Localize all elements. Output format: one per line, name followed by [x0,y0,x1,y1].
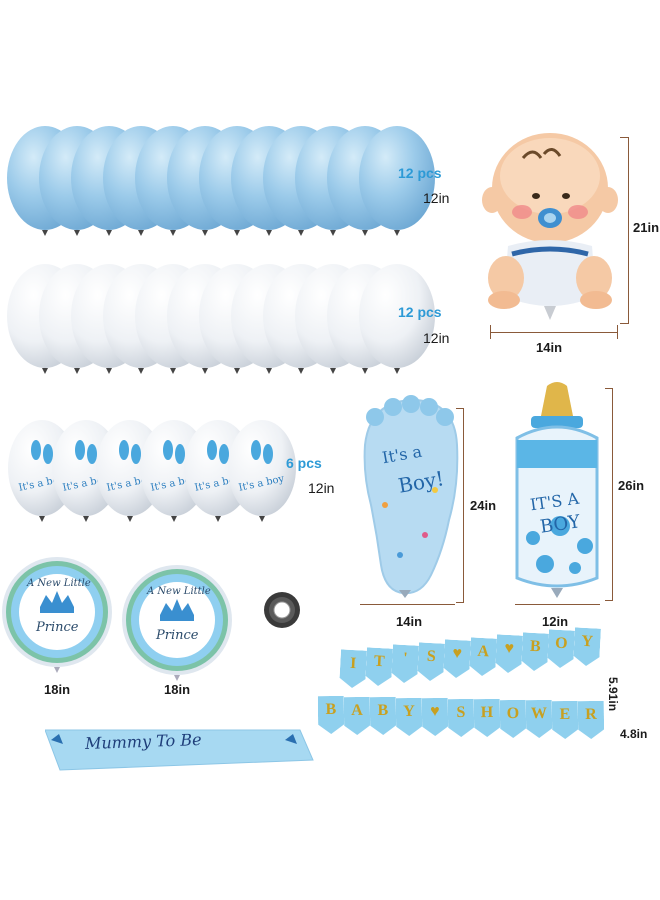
banner-flag: E [552,700,578,738]
blue-balloons [7,126,435,236]
round1-center-text: Prince [36,620,79,635]
blue-size-label: 12in [423,190,450,206]
banner-flag: B [521,632,549,671]
banner-flag: W [526,700,552,738]
printed-size-label: 12in [308,480,335,496]
bottle-foil-balloon [515,382,599,598]
round2-arc-text: A New Little [147,586,211,597]
bottle-width-label: 12in [542,614,569,629]
baby-foil-balloon [482,133,618,320]
banner-flag: S [448,698,474,736]
foot-width-label: 14in [396,614,423,629]
blue-count-label: 12 pcs [398,165,442,181]
round-foil-balloon-1 [2,557,112,673]
mummy-sash [45,729,314,771]
foot-foil-balloon [363,395,459,598]
baby-width-label: 14in [536,340,563,355]
baby-height-label: 21in [633,220,660,235]
banner-flag: O [500,699,526,737]
white-balloon [359,264,435,374]
banner-flag: Y [396,697,422,735]
white-size-label: 12in [423,330,450,346]
sash-text: Mummy To Be [84,729,202,754]
blue-balloon [359,126,435,236]
banner-flag: ♥ [495,634,523,673]
round1-arc-text: A New Little [27,578,91,589]
white-balloons [7,264,435,374]
banner-flag: H [474,699,500,737]
banner-flag: B [318,696,344,734]
round1-size-label: 18in [44,682,71,697]
banner-height-top-label: 5.91in [606,677,620,712]
banner-flag: ♥ [443,639,471,678]
banner-flag: R [578,701,604,739]
banner-flag: A [344,696,370,734]
round2-size-label: 18in [164,682,191,697]
banner-flag: O [547,629,575,668]
round-foil-balloon-2 [122,565,232,681]
ribbon-spool [264,592,300,628]
banner-height-bottom-label: 4.8in [620,727,648,741]
printed-count-label: 6 pcs [286,455,322,471]
round2-center-text: Prince [156,628,199,643]
printed-balloon: It's a boy [228,420,296,522]
banner-flag: B [370,697,396,735]
banner-flag: A [469,637,497,676]
bottle-height-label: 26in [618,478,645,493]
banner-flag: ♥ [422,698,448,736]
banner-flag: Y [573,627,601,666]
white-count-label: 12 pcs [398,304,442,320]
foot-height-label: 24in [470,498,497,513]
